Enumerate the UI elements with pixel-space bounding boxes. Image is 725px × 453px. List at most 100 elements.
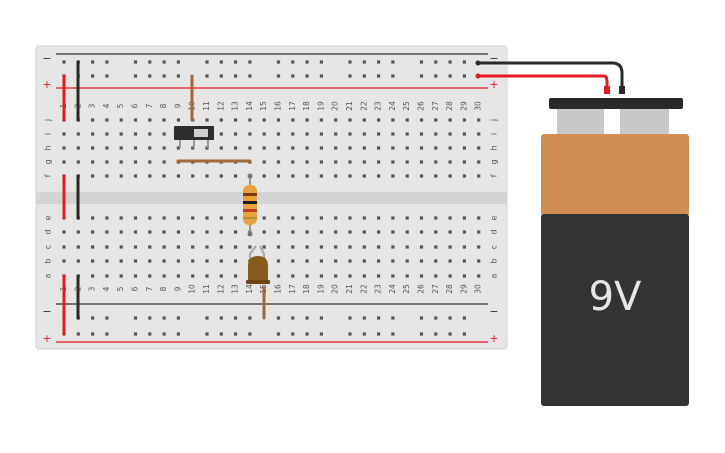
breadboard-hole[interactable] <box>362 132 366 136</box>
breadboard-hole[interactable] <box>319 274 323 278</box>
breadboard-hole[interactable] <box>305 216 309 220</box>
breadboard-hole[interactable] <box>176 259 180 263</box>
breadboard-hole[interactable] <box>234 332 238 336</box>
breadboard-hole[interactable] <box>248 118 252 122</box>
breadboard-hole[interactable] <box>205 174 209 178</box>
breadboard-hole[interactable] <box>105 118 109 122</box>
breadboard-hole[interactable] <box>219 316 223 320</box>
breadboard-hole[interactable] <box>348 146 352 150</box>
breadboard-hole[interactable] <box>133 230 138 234</box>
breadboard-hole[interactable] <box>76 230 80 234</box>
breadboard-hole[interactable] <box>462 332 466 336</box>
breadboard-hole[interactable] <box>91 132 95 136</box>
breadboard-hole[interactable] <box>248 132 252 136</box>
breadboard-hole[interactable] <box>191 146 195 150</box>
breadboard-hole[interactable] <box>234 216 238 220</box>
breadboard-hole[interactable] <box>262 132 266 136</box>
breadboard-hole[interactable] <box>334 216 338 220</box>
breadboard-hole[interactable] <box>348 332 352 336</box>
breadboard-hole[interactable] <box>105 259 109 263</box>
switch-slider[interactable] <box>194 129 208 137</box>
breadboard-hole[interactable] <box>291 118 295 122</box>
breadboard-hole[interactable] <box>462 74 466 78</box>
breadboard-hole[interactable] <box>319 230 323 234</box>
breadboard-hole[interactable] <box>419 245 424 249</box>
breadboard-hole[interactable] <box>148 332 152 336</box>
breadboard-hole[interactable] <box>462 118 466 122</box>
breadboard-hole[interactable] <box>162 174 166 178</box>
breadboard-hole[interactable] <box>319 132 323 136</box>
breadboard-hole[interactable] <box>362 74 366 78</box>
breadboard-hole[interactable] <box>377 259 381 263</box>
breadboard-hole[interactable] <box>91 118 95 122</box>
breadboard-hole[interactable] <box>105 332 109 336</box>
breadboard-hole[interactable] <box>133 74 138 78</box>
breadboard-hole[interactable] <box>362 174 366 178</box>
breadboard-hole[interactable] <box>205 316 209 320</box>
breadboard-hole[interactable] <box>391 216 395 220</box>
breadboard-hole[interactable] <box>434 160 438 164</box>
breadboard-hole[interactable] <box>148 174 152 178</box>
breadboard-hole[interactable] <box>219 259 223 263</box>
breadboard-hole[interactable] <box>105 216 109 220</box>
breadboard-hole[interactable] <box>391 332 395 336</box>
breadboard-hole[interactable] <box>176 316 180 320</box>
breadboard-hole[interactable] <box>348 216 352 220</box>
breadboard-hole[interactable] <box>305 146 309 150</box>
breadboard-hole[interactable] <box>262 216 266 220</box>
breadboard-hole[interactable] <box>334 274 338 278</box>
breadboard-hole[interactable] <box>291 332 295 336</box>
breadboard-hole[interactable] <box>234 146 238 150</box>
breadboard-hole[interactable] <box>419 259 424 263</box>
breadboard-hole[interactable] <box>462 274 466 278</box>
breadboard-hole[interactable] <box>348 245 352 249</box>
breadboard-hole[interactable] <box>205 259 209 263</box>
breadboard-hole[interactable] <box>205 230 209 234</box>
breadboard-hole[interactable] <box>162 74 166 78</box>
breadboard-hole[interactable] <box>291 132 295 136</box>
breadboard-hole[interactable] <box>405 118 409 122</box>
breadboard-hole[interactable] <box>76 245 80 249</box>
breadboard-hole[interactable] <box>477 160 481 164</box>
breadboard-hole[interactable] <box>419 160 424 164</box>
breadboard-hole[interactable] <box>419 216 424 220</box>
breadboard-hole[interactable] <box>276 160 281 164</box>
breadboard-hole[interactable] <box>148 74 152 78</box>
breadboard-hole[interactable] <box>377 230 381 234</box>
breadboard-hole[interactable] <box>148 245 152 249</box>
breadboard-hole[interactable] <box>419 146 424 150</box>
breadboard-hole[interactable] <box>219 118 223 122</box>
breadboard-hole[interactable] <box>119 216 123 220</box>
breadboard-hole[interactable] <box>276 132 281 136</box>
breadboard-hole[interactable] <box>62 132 66 136</box>
breadboard-hole[interactable] <box>434 245 438 249</box>
breadboard-hole[interactable] <box>234 60 238 64</box>
breadboard-hole[interactable] <box>105 160 109 164</box>
breadboard-hole[interactable] <box>176 216 180 220</box>
breadboard-hole[interactable] <box>448 60 452 64</box>
breadboard-hole[interactable] <box>234 245 238 249</box>
breadboard-hole[interactable] <box>477 174 481 178</box>
breadboard-hole[interactable] <box>91 245 95 249</box>
breadboard-hole[interactable] <box>434 146 438 150</box>
breadboard-hole[interactable] <box>219 132 223 136</box>
breadboard-hole[interactable] <box>219 245 223 249</box>
breadboard-hole[interactable] <box>105 245 109 249</box>
breadboard-hole[interactable] <box>133 316 138 320</box>
breadboard-hole[interactable] <box>434 132 438 136</box>
breadboard-hole[interactable] <box>176 230 180 234</box>
breadboard-hole[interactable] <box>462 245 466 249</box>
breadboard-hole[interactable] <box>319 259 323 263</box>
breadboard-hole[interactable] <box>119 259 123 263</box>
breadboard-hole[interactable] <box>348 132 352 136</box>
breadboard-hole[interactable] <box>219 230 223 234</box>
breadboard-hole[interactable] <box>176 174 180 178</box>
breadboard-hole[interactable] <box>191 230 195 234</box>
breadboard-hole[interactable] <box>133 274 138 278</box>
breadboard-hole[interactable] <box>276 316 281 320</box>
breadboard-hole[interactable] <box>105 174 109 178</box>
breadboard-hole[interactable] <box>91 74 95 78</box>
breadboard-hole[interactable] <box>176 146 180 150</box>
breadboard-hole[interactable] <box>234 132 238 136</box>
breadboard-hole[interactable] <box>133 174 138 178</box>
